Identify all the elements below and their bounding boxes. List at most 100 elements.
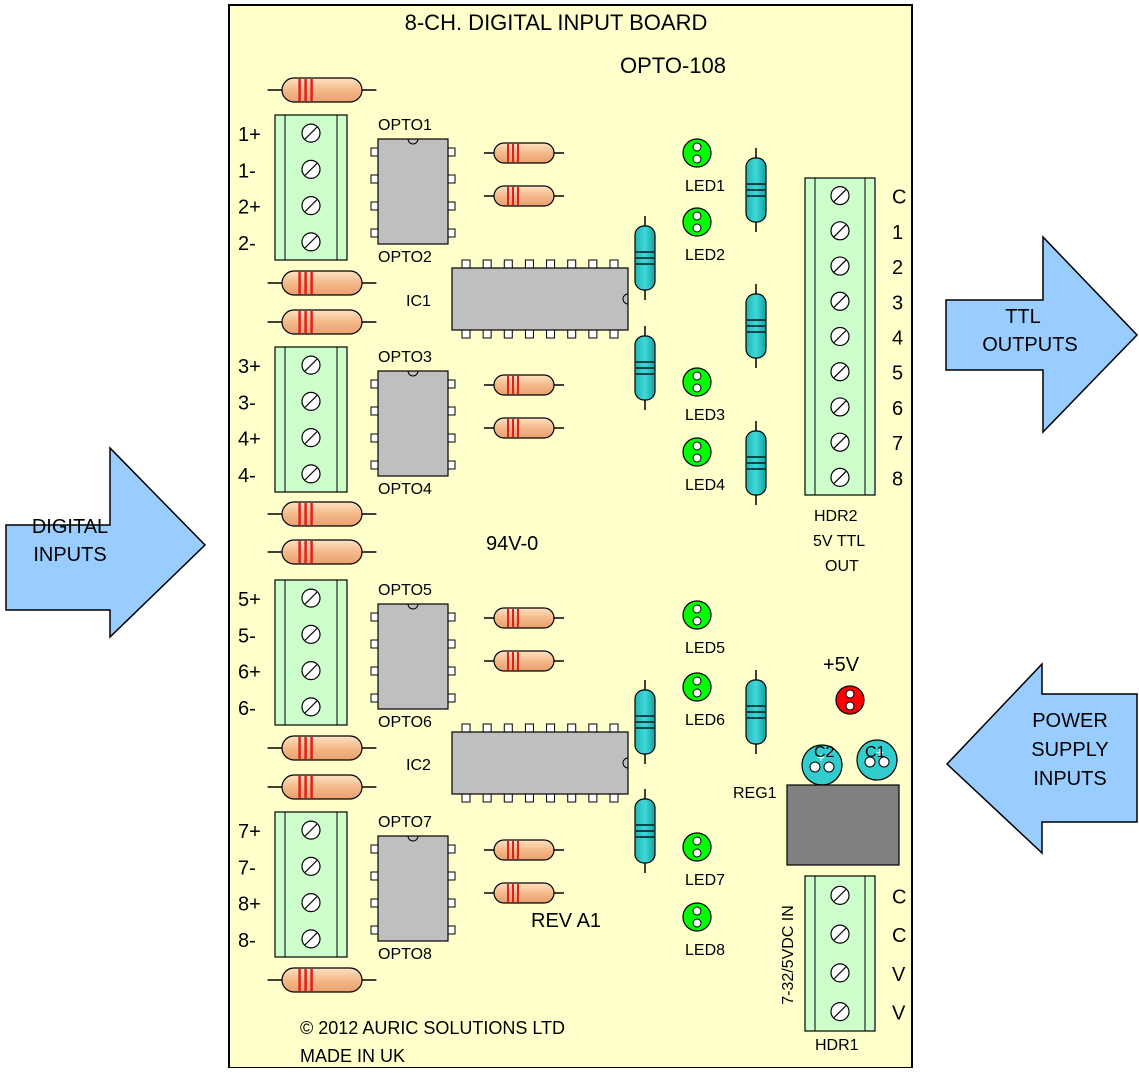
opto-5-pin: [370, 612, 379, 622]
power-terminal-label: C: [892, 925, 906, 947]
input-terminal-3: [274, 579, 348, 726]
component-labels-layer: 1+1-2+2-OPTO1OPTO23+3-4+4-OPTO3OPTO45+5-…: [238, 117, 906, 1054]
opto-1-pin: [447, 174, 456, 184]
power-supply-label-1: POWER: [1032, 710, 1108, 732]
opto-1: [370, 138, 456, 245]
cap-label: C1: [865, 744, 886, 761]
opto-resistor-body: [493, 142, 555, 164]
output-terminal-label: 5: [892, 363, 903, 385]
opto-3-notch: [407, 370, 419, 377]
ic-1-pin: [482, 259, 492, 269]
opto-label: OPTO3: [378, 349, 432, 366]
status-led-body: [682, 600, 712, 630]
input-resistor: [267, 539, 377, 565]
ic-1: [451, 259, 629, 339]
output-header-screw-slot: [833, 435, 847, 449]
ic-2-pin: [524, 723, 534, 733]
input-terminal-3-screw-slot: [304, 700, 318, 714]
status-led: [682, 832, 712, 862]
capacitor-c1-polarity-mark: +: [876, 744, 884, 760]
opto-resistor-body: [493, 374, 555, 396]
ic-2-pin: [609, 723, 619, 733]
capacitor-c1-body: [856, 739, 898, 781]
board-title: 8-CH. DIGITAL INPUT BOARD: [405, 10, 708, 35]
input-resistor: [267, 270, 377, 296]
ic-1-pin: [609, 259, 619, 269]
input-terminal-label: 3+: [238, 356, 261, 378]
digital-inputs-label-1: DIGITAL: [32, 516, 108, 538]
opto-resistor-body: [493, 882, 555, 904]
output-header-name: HDR2: [814, 508, 858, 525]
ic-1-pin: [567, 259, 577, 269]
input-terminal-1-screw-slot: [304, 235, 318, 249]
output-header-screw-slot: [833, 365, 847, 379]
output-terminal-label: 7: [892, 433, 903, 455]
opto-7-pin: [370, 871, 379, 881]
ic-1-pin: [503, 259, 513, 269]
power-supply-label-3: INPUTS: [1033, 768, 1106, 790]
opto-resistor: [484, 142, 564, 164]
status-led-pad: [692, 604, 702, 614]
opto-resistor: [484, 882, 564, 904]
power-header-screw-slot: [833, 966, 847, 980]
opto-5-body: [377, 603, 449, 710]
output-header: [804, 177, 876, 496]
ic-2-pin: [482, 723, 492, 733]
opto-1-pin: [370, 201, 379, 211]
input-terminal-label: 8+: [238, 894, 261, 916]
board-copyright: © 2012 AURIC SOLUTIONS LTD: [300, 1018, 565, 1038]
cap-label: C2: [814, 744, 835, 761]
input-terminal-4: [274, 811, 348, 958]
pullup-resistor: [634, 216, 656, 300]
power-header-screw-slot: [833, 927, 847, 941]
input-terminal-label: 1+: [238, 124, 261, 146]
opto-7-pin: [370, 925, 379, 935]
opto-resistor-body: [493, 607, 555, 629]
capacitor-c2: +: [801, 744, 843, 786]
opto-3-pin: [447, 460, 456, 470]
input-resistor-body: [281, 539, 363, 565]
opto-resistor-body: [493, 650, 555, 672]
power-header: [804, 875, 876, 1032]
opto-3-pin: [370, 460, 379, 470]
status-led: [682, 600, 712, 630]
input-terminal-2-screw-slot: [304, 467, 318, 481]
status-led-pad: [692, 223, 702, 233]
ttl-outputs-label-1: TTL: [1005, 306, 1041, 328]
status-led: [682, 672, 712, 702]
capacitor-c2-pad: [809, 761, 821, 773]
ic-2-pin: [609, 793, 619, 803]
opto-7-pin: [447, 844, 456, 854]
status-led: [682, 902, 712, 932]
input-terminal-2-screw-slot: [304, 358, 318, 372]
opto-3-pin: [447, 433, 456, 443]
status-led-pad: [692, 676, 702, 686]
output-header-desc: 5V TTL: [813, 533, 865, 550]
output-header-screw-slot: [833, 294, 847, 308]
led-label: LED7: [685, 872, 725, 889]
opto-1-pin: [447, 228, 456, 238]
opto-5-pin: [370, 666, 379, 676]
ttl-outputs-arrow: [945, 235, 1139, 434]
ic-2: [451, 723, 629, 803]
power-terminal-label: V: [892, 964, 906, 986]
pullup-resistor: [745, 148, 767, 232]
opto-7-pin: [370, 844, 379, 854]
input-resistor-body: [281, 967, 363, 993]
led-label: LED5: [685, 640, 725, 657]
ic-1-pin: [609, 329, 619, 339]
power-led-body: [835, 685, 865, 715]
status-led-body: [682, 832, 712, 862]
status-led-pad: [692, 453, 702, 463]
led-label: LED6: [685, 712, 725, 729]
status-led-pad: [692, 211, 702, 221]
input-terminal-4-screw-slot: [304, 932, 318, 946]
pullup-resistor: [634, 680, 656, 764]
board-model: OPTO-108: [620, 53, 726, 78]
ic-2-pin: [503, 723, 513, 733]
power-terminal-label: V: [892, 1003, 906, 1025]
status-led-pad: [692, 441, 702, 451]
output-header-screw-slot: [833, 259, 847, 273]
status-led-body: [682, 437, 712, 467]
ic-1-pin: [482, 329, 492, 339]
